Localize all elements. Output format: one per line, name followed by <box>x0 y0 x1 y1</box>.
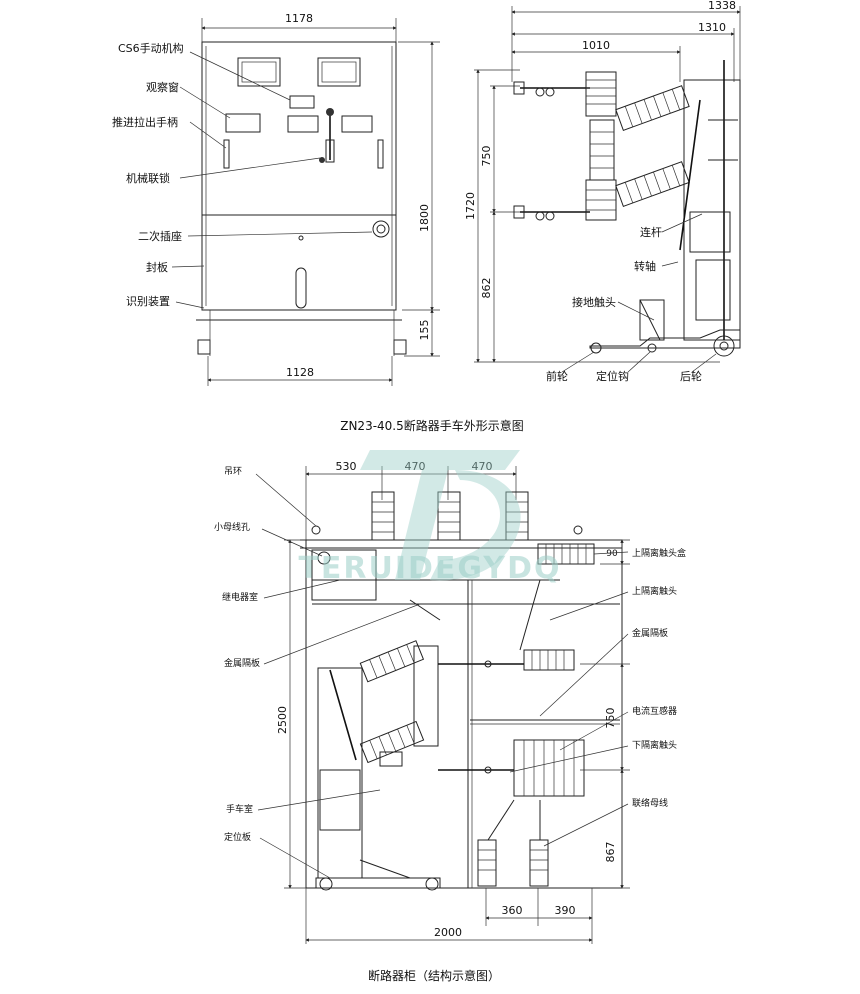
front-small-window-3 <box>341 115 373 133</box>
label-upper-contact-box: 上隔离触头盒 <box>632 547 686 559</box>
dim-867: 867 <box>604 842 617 863</box>
side-bushing-lower <box>615 161 690 207</box>
bottom-caption: 断路器柜（结构示意图） <box>368 968 500 983</box>
label-viewing-window: 观察窗 <box>146 80 179 94</box>
dim-750-bottom: 750 <box>604 708 617 729</box>
front-small-window-2 <box>287 115 319 133</box>
dim-1310: 1310 <box>698 21 726 34</box>
dim-1178: 1178 <box>285 12 313 25</box>
watermark-logo: TERUIDEGYDQ <box>298 450 561 586</box>
dim-750: 750 <box>480 146 493 167</box>
label-lifting-ring: 吊环 <box>224 466 242 477</box>
front-window-1 <box>237 57 281 87</box>
front-cabinet-outline <box>201 41 397 311</box>
dim-1720: 1720 <box>464 192 477 220</box>
label-metal-partition-right: 金属隔板 <box>632 627 668 639</box>
label-upper-contact: 上隔离触头 <box>632 585 677 597</box>
positioning-hook <box>647 343 657 353</box>
dim-90: 90 <box>606 549 618 559</box>
dim-470-b: 470 <box>472 460 493 473</box>
label-cs6: CS6手动机构 <box>118 41 184 55</box>
front-small-window-1 <box>225 113 261 133</box>
secondary-socket <box>372 220 390 238</box>
rear-wheel <box>713 335 735 357</box>
current-transformer <box>470 739 585 797</box>
label-metal-partition-left: 金属隔板 <box>224 657 260 669</box>
top-caption: ZN23-40.5断路器手车外形示意图 <box>340 418 524 433</box>
front-wheel <box>590 342 602 354</box>
label-grounding-contact: 接地触头 <box>572 295 616 309</box>
label-truck-room: 手车室 <box>226 803 253 815</box>
label-mechanical-interlock: 机械联锁 <box>126 171 170 185</box>
label-tie-bus: 联络母线 <box>632 797 668 809</box>
front-window-2 <box>317 57 361 87</box>
cabinet-outline <box>305 539 623 889</box>
dim-1128: 1128 <box>286 366 314 379</box>
upper-isolating-contact <box>470 579 575 671</box>
small-bus-hole <box>317 551 331 565</box>
side-mechanism-frame <box>683 79 741 341</box>
relay-room <box>311 549 377 601</box>
dim-155: 155 <box>418 320 431 341</box>
label-lower-contact: 下隔离触头 <box>632 739 677 751</box>
label-relay-room: 继电器室 <box>222 591 258 603</box>
side-view: 1338 1310 1010 750 862 1720 <box>464 0 741 383</box>
bus-insulator-1 <box>477 839 497 887</box>
label-push-pull-handle: 推进拉出手柄 <box>112 115 178 129</box>
dim-1338: 1338 <box>708 0 736 12</box>
breaker-truck <box>315 640 470 891</box>
side-truck-base <box>589 329 741 349</box>
side-insulator-lower <box>585 179 617 221</box>
label-rotating-shaft: 转轴 <box>634 259 656 273</box>
label-positioning-plate: 定位板 <box>224 831 251 843</box>
top-bushing-3 <box>505 491 529 541</box>
label-small-bus-hole: 小母线孔 <box>214 521 250 533</box>
label-cover-plate: 封板 <box>146 260 168 274</box>
label-connecting-rod: 连杆 <box>640 225 662 239</box>
label-rear-wheel: 后轮 <box>680 369 702 383</box>
label-current-transformer: 电流互感器 <box>632 705 677 717</box>
bus-insulator-2 <box>529 839 549 887</box>
front-view: 1178 1128 1800 155 CS6手动机构 观察窗 推进拉出手柄 机械… <box>112 12 440 386</box>
label-identification-device: 识别装置 <box>126 295 170 308</box>
label-front-wheel: 前轮 <box>546 369 568 383</box>
dim-360: 360 <box>502 904 523 917</box>
dim-2500: 2500 <box>276 706 289 734</box>
side-bushing-upper <box>615 85 690 131</box>
dim-2000: 2000 <box>434 926 462 939</box>
dim-1800: 1800 <box>418 204 431 232</box>
upper-isolating-contact-box <box>537 543 595 565</box>
dim-862: 862 <box>480 278 493 299</box>
top-bushing-2 <box>437 491 461 541</box>
lifting-ring-right <box>573 525 583 535</box>
side-insulator-upper <box>585 71 617 181</box>
dim-1010: 1010 <box>582 39 610 52</box>
label-secondary-socket: 二次插座 <box>138 229 182 243</box>
top-bushing-1 <box>371 491 395 541</box>
watermark-text: TERUIDEGYDQ <box>298 551 561 586</box>
label-positioning-hook: 定位钩 <box>596 369 629 383</box>
dim-390: 390 <box>555 904 576 917</box>
lifting-ring-left <box>311 525 321 535</box>
dim-470-a: 470 <box>405 460 426 473</box>
dim-530: 530 <box>336 460 357 473</box>
cs6-mechanism <box>289 95 315 109</box>
cabinet-structure-view: 530 470 470 <box>214 450 686 944</box>
